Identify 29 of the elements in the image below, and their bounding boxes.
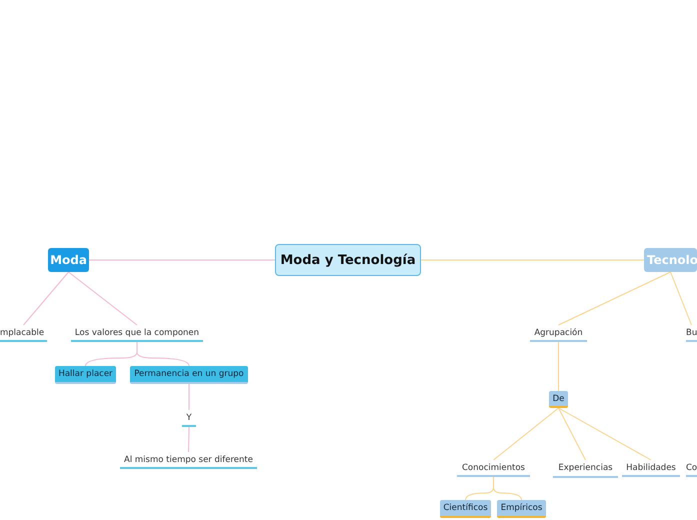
connector-line (493, 476, 522, 500)
subtopic: Y (182, 410, 196, 427)
subtopic: Al mismo tiempo ser diferente (120, 452, 257, 469)
connector-line (188, 426, 190, 452)
subtopic: Los valores que la componen (71, 325, 203, 342)
connector-line (558, 408, 586, 460)
central-topic: Moda y Tecnología (275, 244, 421, 276)
subtopic: Hallar placer (55, 366, 116, 384)
subtopic: Permanencia en un grupo (130, 366, 248, 384)
connector-line (68, 272, 138, 326)
subtopic: Habilidades (622, 460, 680, 477)
subtopic: Experiencias (553, 460, 618, 478)
subtopic: Empíricos (497, 500, 546, 518)
connector-line (558, 408, 652, 460)
subtopic: Co (686, 460, 697, 477)
main-topic: Moda (48, 248, 89, 272)
subtopic: mplacable (0, 325, 47, 342)
subtopic: Bu (686, 325, 697, 342)
connector-line (23, 272, 69, 326)
subtopic: De (549, 391, 568, 408)
connector-line (136, 342, 190, 366)
connector-line (493, 408, 559, 460)
subtopic: Conocimientos (457, 460, 530, 477)
connector-line (670, 272, 692, 326)
subtopic: Científicos (440, 500, 491, 518)
connector-line (558, 272, 671, 326)
connector-line (558, 342, 559, 392)
connector-line (188, 384, 190, 410)
subtopic: Agrupación (530, 325, 587, 342)
